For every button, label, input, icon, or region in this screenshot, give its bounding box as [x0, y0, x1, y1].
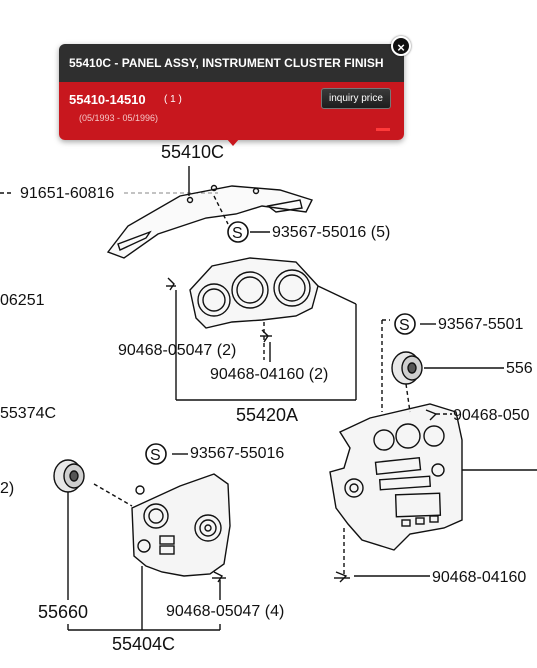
panel-55404c[interactable] — [131, 473, 231, 577]
bezel-55420a[interactable] — [189, 257, 319, 329]
popup-body: 55410-14510 ( 1 ) (05/1993 - 05/1996) in… — [59, 82, 404, 140]
label-556-right[interactable]: 556 — [506, 360, 533, 377]
part-number-link[interactable]: 55410-14510 — [69, 92, 146, 107]
label-55420a[interactable]: 55420A — [236, 405, 298, 425]
popup-title: 55410C - PANEL ASSY, INSTRUMENT CLUSTER … — [59, 44, 404, 82]
label-90468-e[interactable]: 90468-04160 — [432, 569, 526, 586]
svg-text:S: S — [232, 225, 243, 242]
s-symbol-c: S — [145, 443, 167, 465]
svg-text:S: S — [150, 447, 161, 464]
label-93567-a[interactable]: 93567-55016 (5) — [272, 224, 390, 241]
label-55410c[interactable]: 55410C — [161, 142, 224, 162]
popup-pointer — [226, 138, 240, 146]
s-symbol-b: S — [394, 313, 416, 335]
label-2-left[interactable]: 2) — [0, 480, 14, 497]
label-55660[interactable]: 55660 — [38, 602, 88, 622]
svg-text:S: S — [399, 317, 410, 334]
label-90468-b[interactable]: 90468-04160 (2) — [210, 366, 328, 383]
part-date-range: (05/1993 - 05/1996) — [79, 113, 159, 123]
inquiry-price-button[interactable]: inquiry price — [321, 88, 391, 109]
label-55374c[interactable]: 55374C — [0, 405, 56, 422]
label-90468-d[interactable]: 90468-05047 (4) — [166, 603, 284, 620]
label-90468-c[interactable]: 90468-050 — [453, 407, 530, 424]
label-90468-a[interactable]: 90468-05047 (2) — [118, 342, 236, 359]
part-info-popup: 55410C - PANEL ASSY, INSTRUMENT CLUSTER … — [59, 36, 411, 146]
close-icon[interactable]: × — [391, 36, 411, 56]
s-symbol-a: S — [227, 221, 249, 243]
panel-55410c[interactable] — [106, 185, 313, 259]
label-91651[interactable]: 91651-60816 — [20, 185, 114, 202]
label-93567-b[interactable]: 93567-5501 — [438, 316, 524, 333]
label-55404c[interactable]: 55404C — [112, 634, 175, 654]
part-quantity: ( 1 ) — [164, 94, 182, 105]
label-93567-c[interactable]: 93567-55016 — [190, 445, 284, 462]
corner-mark — [376, 128, 390, 131]
console-panel-right[interactable] — [329, 403, 463, 551]
label-06251[interactable]: 06251 — [0, 292, 45, 309]
